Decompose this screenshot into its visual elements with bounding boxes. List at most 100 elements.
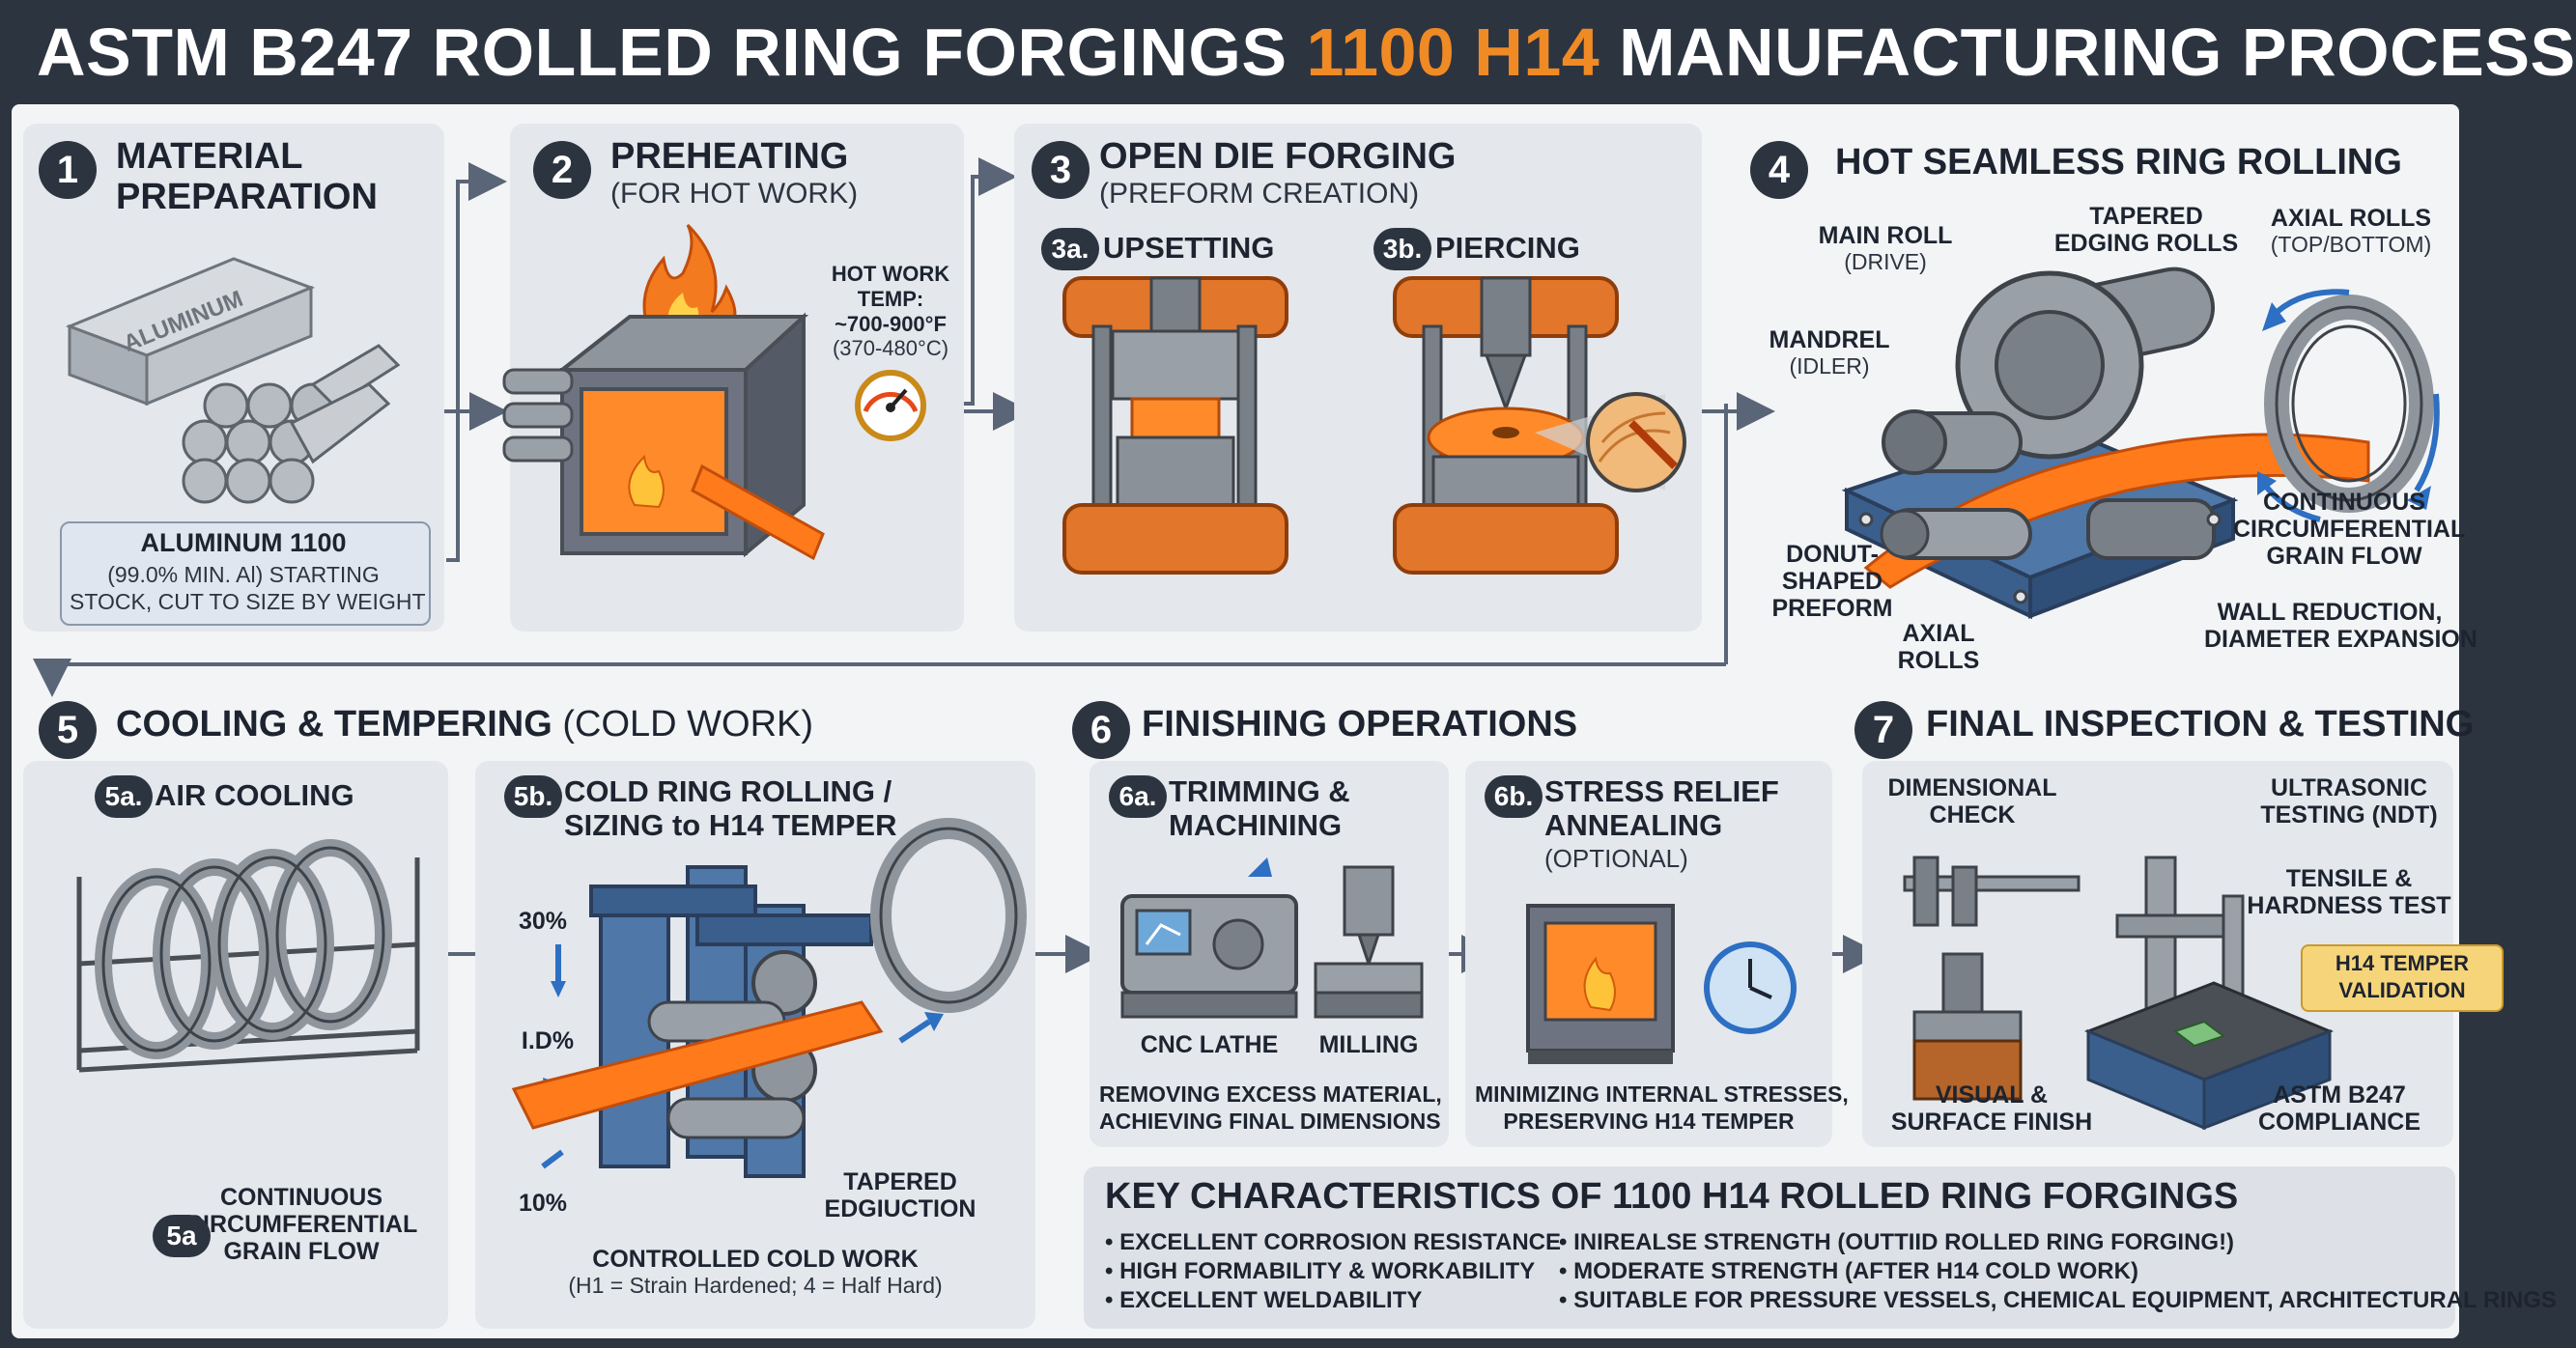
continuous-grain-flow-label-3: GRAIN FLOW [2266, 543, 2422, 570]
h14-temper-validation-badge: H14 TEMPER VALIDATION [2301, 944, 2504, 1012]
key-item: • HIGH FORMABILITY & WORKABILITY [1105, 1258, 1536, 1284]
ultrasonic-testing-label-2: TESTING (NDT) [2260, 801, 2438, 828]
step6b-caption-line1: MINIMIZING INTERNAL STRESSES, [1475, 1081, 1849, 1107]
material-box-line1: (99.0% MIN. Al) STARTING [107, 562, 380, 587]
validation-line2: VALIDATION [2338, 978, 2466, 1002]
hot-work-temp-line3: ~700-900°F [835, 312, 947, 336]
piercing-press-illustration [1393, 276, 1686, 575]
preheating-furnace-illustration [502, 223, 825, 561]
step3-subtitle: (PREFORM CREATION) [1099, 178, 1420, 210]
key-item: • EXCELLENT CORROSION RESISTANCE [1105, 1229, 1561, 1255]
step5-title: COOLING & TEMPERING (COLD WORK) [116, 705, 813, 744]
continuous-grain-flow-label-2: CIRCUMFERENTIAL [2233, 516, 2466, 543]
tapered-edging-label-1: TAPERED [843, 1168, 957, 1195]
label-id-percent: I.D% [521, 1027, 575, 1054]
temper-designation-note: (H1 = Strain Hardened; 4 = Half Hard) [568, 1273, 943, 1298]
step5b-title-line2: SIZING to H14 TEMPER [564, 808, 897, 842]
step6-number: 6 [1072, 701, 1130, 759]
dimensional-check-label-2: CHECK [1929, 801, 2016, 828]
title-part2: MANUFACTURING PROCESS [1599, 14, 2576, 90]
axial-rolls-label: AXIAL ROLLS [2270, 205, 2432, 232]
step6b-subtitle: (OPTIONAL) [1544, 844, 1688, 873]
cold-ring-rolling-mill-illustration [511, 818, 1027, 1178]
mandrel-label: MANDREL [1769, 326, 1890, 353]
step5a-number: 5a. [95, 775, 153, 818]
finished-ring-with-rotation-arrows [2257, 289, 2440, 522]
hot-work-temp-line4: (370-480°C) [832, 336, 949, 360]
material-box-line2: STOCK, CUT TO SIZE BY WEIGHT [70, 589, 426, 614]
step6a-number: 6a. [1109, 775, 1167, 818]
validation-line1: H14 TEMPER [2335, 951, 2470, 975]
step3a-number: 3a. [1041, 228, 1099, 270]
step3b-title: PIERCING [1435, 231, 1580, 265]
step5b-title-line1: COLD RING ROLLING / [564, 774, 892, 808]
key-list-right: • INIREALSE STRENGTH (OUTTIID ROLLED RIN… [1559, 1228, 2557, 1315]
step7-number: 7 [1854, 701, 1912, 759]
step1-title-line1: MATERIAL [116, 136, 303, 177]
annealing-furnace-and-clock-illustration [1526, 904, 1797, 1064]
step7-title: FINAL INSPECTION & TESTING [1926, 704, 2475, 744]
temperature-gauge-icon [855, 370, 926, 441]
ultrasonic-testing-label-1: ULTRASONIC [2270, 774, 2428, 801]
step4-title: HOT SEAMLESS RING ROLLING [1835, 142, 2402, 183]
tensile-hardness-label-1: TENSILE & [2285, 865, 2413, 892]
step6b-caption-line2: PRESERVING H14 TEMPER [1503, 1109, 1795, 1134]
controlled-cold-work-label: CONTROLLED COLD WORK [592, 1246, 919, 1273]
donut-preform-label-2: SHAPED [1781, 568, 1883, 595]
key-item: • INIREALSE STRENGTH (OUTTIID ROLLED RIN… [1559, 1229, 2235, 1255]
step3b-number: 3b. [1373, 228, 1431, 270]
label-30-percent: 30% [518, 908, 568, 935]
grain-flow-marker: 5a [153, 1215, 211, 1257]
donut-preform-label-3: PREFORM [1771, 595, 1893, 622]
key-item: • SUITABLE FOR PRESSURE VESSELS, CHEMICA… [1559, 1287, 2557, 1313]
grain-flow-line2: CIRCUMFERENTIAL [185, 1211, 418, 1238]
wall-reduction-label-2: DIAMETER EXPANSION [2204, 626, 2477, 653]
ring-rolling-machine-illustration [1841, 267, 2370, 620]
material-box-title: ALUMINUM 1100 [140, 528, 347, 557]
key-item: • MODERATE STRENGTH (AFTER H14 COLD WORK… [1559, 1258, 2138, 1284]
step1-number: 1 [39, 141, 97, 199]
step5a-panel [23, 761, 448, 1329]
step5b-number: 5b. [504, 775, 562, 818]
step6a-title-line1: TRIMMING & [1169, 774, 1350, 808]
visual-surface-finish-label-2: SURFACE FINISH [1890, 1109, 2093, 1136]
step6b-title-line2: ANNEALING [1544, 808, 1723, 842]
hot-work-temp-line1: HOT WORK [831, 262, 950, 286]
donut-preform-label-1: DONUT- [1786, 541, 1879, 568]
cnc-lathe-label: CNC LATHE [1140, 1031, 1279, 1058]
tapered-edging-rolls-label-1: TAPERED [2089, 203, 2203, 230]
axial-rolls-bottom-label-1: AXIAL [1902, 620, 1975, 647]
key-characteristics-box: KEY CHARACTERISTICS OF 1100 H14 ROLLED R… [1084, 1166, 2557, 1329]
step6b-number: 6b. [1485, 775, 1543, 818]
step6-title: FINISHING OPERATIONS [1142, 704, 1578, 744]
step1-title-line2: PREPARATION [116, 177, 378, 217]
hot-work-temp-line2: TEMP: [857, 287, 924, 311]
connector-2-3 [963, 157, 1017, 406]
astm-compliance-label-2: COMPLIANCE [2257, 1109, 2421, 1136]
step5a-title: AIR COOLING [155, 778, 354, 812]
key-item: • EXCELLENT WELDABILITY [1105, 1287, 1423, 1313]
upsetting-press-illustration [1062, 276, 1288, 575]
wall-reduction-label-1: WALL REDUCTION, [2217, 599, 2443, 626]
cnc-lathe-and-milling-illustration [1120, 857, 1424, 1019]
step3-number: 3 [1032, 141, 1090, 199]
connector-4-5 [33, 659, 1726, 697]
grain-flow-line1: CONTINUOUS [219, 1184, 383, 1211]
grain-flow-line3: GRAIN FLOW [223, 1238, 380, 1265]
visual-surface-finish-label-1: VISUAL & [1935, 1081, 2049, 1109]
air-cooling-ring-rack-illustration [76, 839, 420, 1073]
axial-rolls-bottom-label-2: ROLLS [1897, 647, 1980, 674]
axial-rolls-sublabel: (TOP/BOTTOM) [2270, 232, 2432, 257]
step6a-caption-line2: ACHIEVING FINAL DIMENSIONS [1099, 1109, 1441, 1134]
continuous-grain-flow-label-1: CONTINUOUS [2262, 489, 2426, 516]
connector-1-2 [446, 162, 507, 562]
step6a-caption-line1: REMOVING EXCESS MATERIAL, [1099, 1081, 1442, 1107]
milling-label: MILLING [1318, 1031, 1419, 1058]
tapered-edging-label-2: EDGIUCTION [824, 1195, 977, 1222]
diagram-canvas: 1 MATERIAL PREPARATION ALUMINUM ALUMINUM… [12, 104, 2557, 1338]
step4-number: 4 [1750, 141, 1808, 199]
key-characteristics-title: KEY CHARACTERISTICS OF 1100 H14 ROLLED R… [1105, 1176, 2239, 1217]
step2-number: 2 [533, 141, 591, 199]
tapered-edging-rolls-label-2: EDGING ROLLS [2053, 230, 2239, 257]
step6b-title-line1: STRESS RELIEF [1544, 774, 1779, 808]
